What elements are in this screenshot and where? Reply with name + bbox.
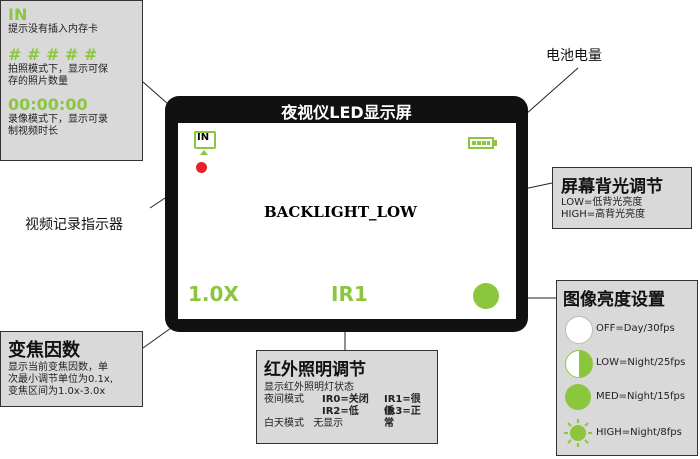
battery-icon [468,137,494,149]
backlight-low-desc: LOW=低背光亮度 [561,197,643,208]
brightness-high-icon [564,419,592,447]
zoom-callout: 变焦因数 显示当前变焦因数，单 次最小调节单位为0.1x, 变焦区间为1.0x-… [0,331,143,407]
ir-status-text: IR1 [331,282,368,306]
record-indicator [196,162,207,173]
ir-callout: 红外照明调节 显示红外照明灯状态 夜间模式 IR0=关闭 IR1=很低 IR2=… [256,350,438,444]
photo-count-desc-2: 存的照片数量 [8,76,68,87]
ir0-desc: IR0=关闭 [322,394,369,405]
ir1-desc: IR1=很低 [384,394,421,417]
ir-night-row: 夜间模式 IR0=关闭 IR1=很低 IR2=低 IR3=正常 [264,394,430,429]
brightness-low-label: LOW=Night/25fps [596,357,686,368]
brightness-med-label: MED=Night/15fps [596,391,686,402]
video-time-desc-1: 录像模式下，显示可录 [8,114,108,125]
in-label: IN [197,132,210,143]
brightness-low-icon [565,350,593,378]
brightness-off-label: OFF=Day/30fps [596,323,675,334]
photo-count-text: # # # # # [8,45,98,64]
memory-status-callout: IN 提示没有插入内存卡 # # # # # 拍照模式下，显示可保 存的照片数量… [0,0,143,161]
led-screen-title: 夜视仪LED显示屏 [281,103,412,122]
led-screen-frame: 夜视仪LED显示屏 IN BACKLIGHT_LOW 1.0X IR1 [165,96,528,332]
ir-callout-title: 红外照明调节 [264,360,366,380]
zoom-callout-title: 变焦因数 [8,340,80,361]
video-time-desc-2: 制视频时长 [8,126,58,137]
brightness-callout: 图像亮度设置 OFF=Day/30fps LOW=Night/25fps MED… [556,280,698,456]
ir3-desc: IR3=正常 [384,406,421,429]
ir-desc: 显示红外照明灯状态 [264,382,354,393]
ir-day-value: 无显示 [313,418,344,429]
brightness-callout-title: 图像亮度设置 [563,290,665,310]
in-indicator-desc: 提示没有插入内存卡 [8,24,98,35]
backlight-callout-title: 屏幕背光调节 [561,177,663,197]
battery-label: 电池电量 [546,48,602,64]
video-time-text: 00:00:00 [8,95,88,114]
photo-count-desc-1: 拍照模式下，显示可保 [8,64,108,75]
zoom-desc-3: 变焦区间为1.0x-3.0x [8,386,106,397]
backlight-high-desc: HIGH=高背光亮度 [561,209,646,220]
ir-day-row: 白天模式 无显示 [264,418,430,430]
ir2-desc: IR2=低 [322,406,359,417]
ir-night-label: 夜间模式 [264,394,304,405]
ir-day-label: 白天模式 [264,418,304,429]
down-arrow-icon [200,150,208,155]
in-indicator-text: IN [8,5,28,24]
zoom-desc-1: 显示当前变焦因数，单 [8,362,108,373]
brightness-high-label: HIGH=Night/8fps [596,427,682,438]
memory-card-icon: IN [194,131,216,149]
brightness-med-icon [565,384,591,410]
zoom-factor-text: 1.0X [188,282,239,306]
battery-tip [494,140,497,146]
brightness-indicator-icon [473,283,499,309]
backlight-status-text: BACKLIGHT_LOW [264,203,417,221]
brightness-off-icon [565,316,593,344]
record-indicator-label: 视频记录指示器 [25,217,123,233]
zoom-desc-2: 次最小调节单位为0.1x, [8,374,113,385]
led-screen-display: IN BACKLIGHT_LOW 1.0X IR1 [178,123,516,319]
backlight-callout: 屏幕背光调节 LOW=低背光亮度 HIGH=高背光亮度 [552,167,692,229]
